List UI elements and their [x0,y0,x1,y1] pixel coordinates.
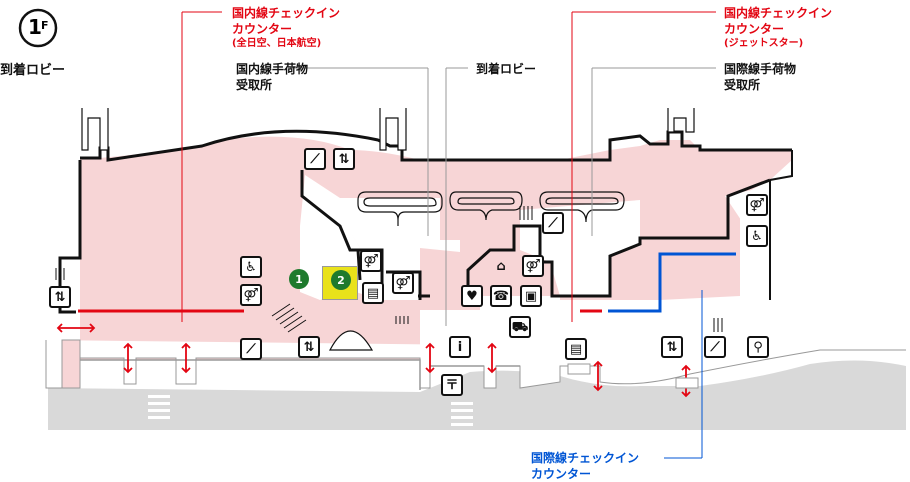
access-arrows [56,323,691,398]
elevator-icon[interactable]: ⇅ [49,286,71,308]
restroom-icon[interactable]: ⚤ [360,250,382,272]
domestic-counter-ana-line2: カウンター [232,22,293,36]
center-pillar [329,330,374,351]
floor-suffix: F [41,19,49,32]
domestic-counter-jetstar-line3: (ジェットスター) [724,38,804,49]
restroom-icon[interactable]: ⚤ [240,284,262,306]
wall-center [466,178,771,300]
escalator-icon[interactable]: ⟋ [704,336,726,358]
international-counter-line2: カウンター [531,467,592,481]
domestic-baggage-line2: 受取所 [236,78,273,92]
roof-tower-right [667,108,695,133]
roof-tower-center [379,108,407,151]
floor-number: 1 [28,15,42,39]
escalator-stripes [55,206,723,333]
elevator-icon[interactable]: ⇅ [298,336,320,358]
wheelchair-icon[interactable]: ♿ [240,256,262,278]
bicycle-icon[interactable]: ⚲ [747,336,769,358]
gate-2-marker[interactable]: 2 [331,270,351,290]
curb-booth-1 [675,377,699,389]
callout-leaders [181,11,716,459]
domestic-counter-jetstar-line1: 国内線チェックイン [724,6,833,20]
bus-stop-icon[interactable]: ⛟ [509,316,531,338]
arrival-lobby-label: 到着ロビー [476,62,537,76]
escalator-icon[interactable]: ⟋ [304,148,326,170]
restroom-icon[interactable]: ⚤ [746,194,768,216]
telephone-icon[interactable]: ☎ [490,285,512,307]
wall-lobby-left [300,170,384,300]
roof-tower-left [81,108,109,151]
floor-badge: 1 F [13,6,63,56]
escalator-icon[interactable]: ⟋ [240,338,262,360]
elevator-icon[interactable]: ⇅ [661,336,683,358]
domestic-counter-ana-line1: 国内線チェックイン [232,6,341,20]
curb-booth-2 [567,363,591,375]
domestic-counter-ana-line3: (全日空、日本航空) [232,38,322,49]
terminal-roof-line [80,129,792,162]
road-area [48,360,906,430]
wall-right-wing-edge [769,150,793,300]
wheelchair-icon[interactable]: ♿ [746,225,768,247]
aed-icon[interactable]: ♥ [461,285,483,307]
domestic-baggage-line1: 国内線手荷物 [236,62,309,76]
restroom-icon[interactable]: ⚤ [522,255,544,277]
information-icon[interactable]: i [449,336,471,358]
floor-title: 到着ロビー [0,63,66,78]
crosswalk-left [148,395,170,419]
domestic-counter-jetstar-line2: カウンター [724,22,785,36]
curb-line [80,359,520,390]
gate-1-marker[interactable]: 1 [289,269,309,289]
international-baggage-line2: 受取所 [724,78,761,92]
crosswalk-center [451,402,473,426]
atm-icon[interactable]: ▣ [520,285,542,307]
restroom-icon[interactable]: ⚤ [392,272,414,294]
post-icon[interactable]: 〒 [441,374,463,396]
hanger-icon[interactable]: ⌂ [496,258,506,274]
escalator-icon[interactable]: ⟋ [542,212,564,234]
ticket-machine-icon[interactable]: ▤ [362,282,384,304]
wall-left-wing [58,160,82,314]
international-baggage-line1: 国際線手荷物 [724,62,797,76]
left-service-block [61,339,81,389]
international-counter [608,252,736,313]
elevator-icon[interactable]: ⇅ [333,148,355,170]
ticket-machine-icon[interactable]: ▤ [565,338,587,360]
international-counter-line1: 国際線チェックイン [531,451,640,465]
